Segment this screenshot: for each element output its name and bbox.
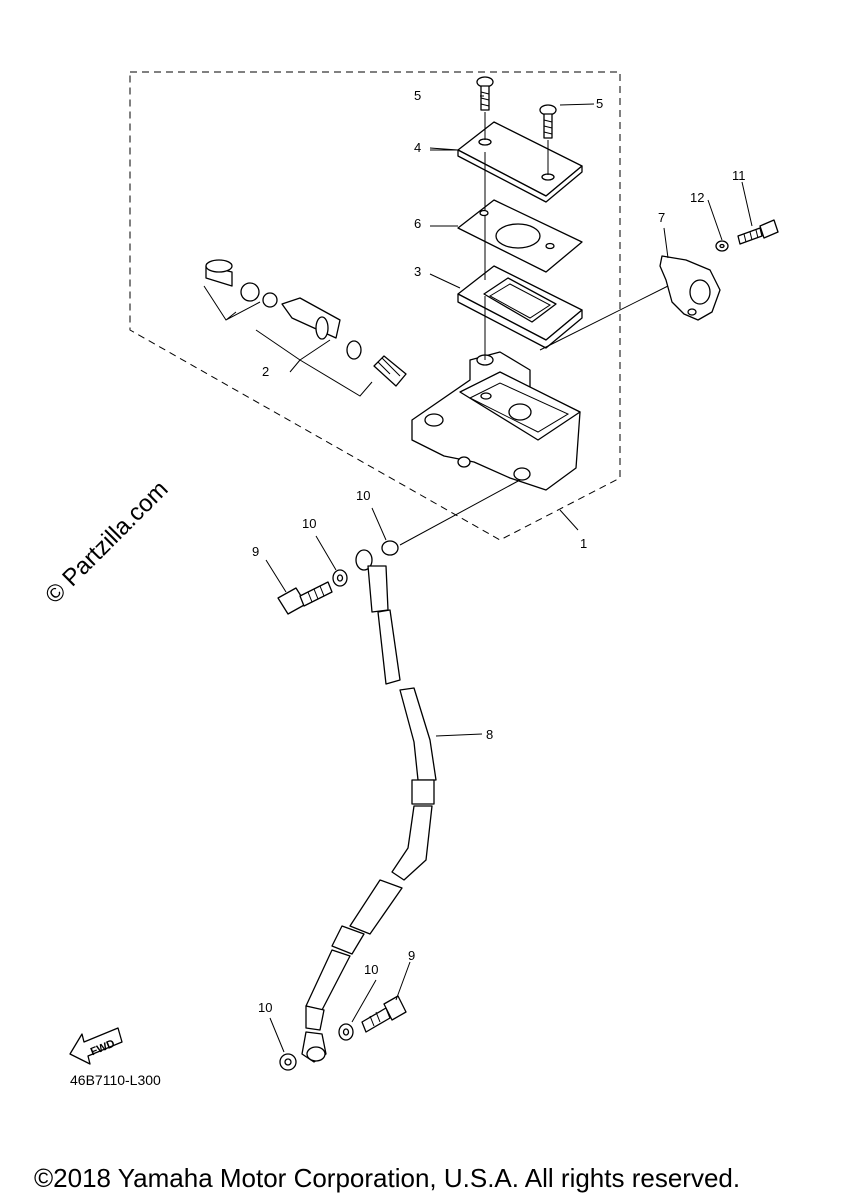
reservoir-cap-part-4: [457, 121, 583, 203]
copyright-notice: ©2018 Yamaha Motor Corporation, U.S.A. A…: [34, 1163, 741, 1193]
piston-kit-part-2: [203, 259, 407, 397]
copper-washers-part-10: [279, 569, 354, 1071]
diaphragm-part-6: [457, 199, 583, 273]
union-bolt-part-9-upper: [277, 581, 333, 615]
callout-2: 2: [262, 364, 269, 379]
master-cylinder-body: [411, 351, 581, 491]
callout-4: 4: [414, 140, 421, 155]
callout-11: 11: [732, 168, 746, 183]
callout-10a: 10: [356, 488, 370, 503]
drawing-code: 46B7110-L300: [70, 1072, 161, 1088]
callout-9a: 9: [252, 544, 259, 559]
fwd-arrow-icon: FWD: [69, 1027, 123, 1065]
washer-part-12: [715, 240, 729, 252]
assembly-boundary: [129, 71, 621, 541]
brake-hose-part-8: [301, 540, 437, 1063]
callout-6: 6: [414, 216, 421, 231]
callout-12: 12: [690, 190, 704, 205]
callout-5a: 5: [414, 88, 421, 103]
callout-10c: 10: [364, 962, 378, 977]
diaphragm-holder-part-3: [457, 265, 583, 349]
screw-part-5a: [476, 76, 494, 111]
callout-1: 1: [580, 536, 587, 551]
holder-part-7: [659, 255, 721, 321]
leader-lines: [265, 95, 753, 1053]
callout-8: 8: [486, 727, 493, 742]
screw-part-5b: [539, 104, 557, 139]
callout-5b: 5: [596, 96, 603, 111]
callout-7: 7: [658, 210, 665, 225]
callout-10b: 10: [302, 516, 316, 531]
union-bolt-part-9-lower: [361, 995, 407, 1033]
callout-3: 3: [414, 264, 421, 279]
callout-9b: 9: [408, 948, 415, 963]
bolt-part-11: [737, 219, 779, 245]
callout-10d: 10: [258, 1000, 272, 1015]
